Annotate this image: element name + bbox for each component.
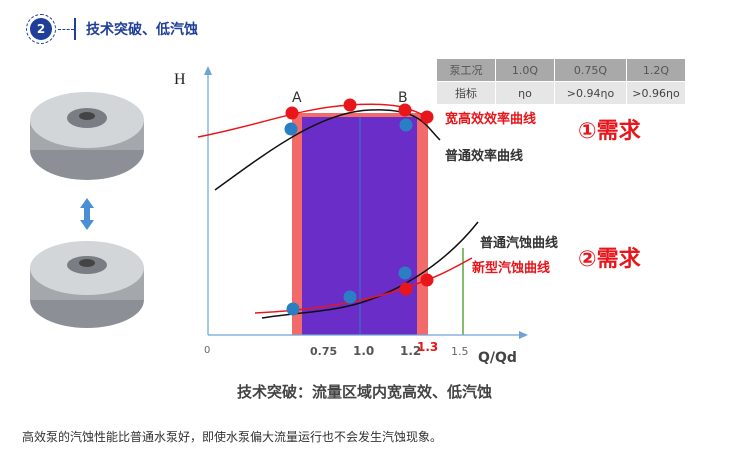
x-tick: 1.0: [353, 344, 374, 358]
normal-efficiency-label: 普通效率曲线: [445, 148, 523, 164]
table-cell: 指标: [436, 81, 496, 105]
point-b-label: B: [398, 90, 408, 106]
wide-efficiency-label: 宽高效效率曲线: [444, 111, 536, 127]
normal-cavitation-curve: [261, 221, 479, 319]
requirement-2-label: ②需求: [578, 247, 641, 272]
impeller-image-top: [30, 92, 144, 180]
table-cell: >0.96ηo: [626, 81, 686, 105]
table-cell: 1.0Q: [495, 58, 555, 82]
divider: [74, 18, 76, 40]
table-row: 泵工况 1.0Q 0.75Q 1.2Q: [436, 58, 686, 82]
footer-text: 高效泵的汽蚀性能比普通水泵好，即使水泵偏大流量运行也不会发生汽蚀现象。: [22, 430, 443, 444]
impeller-image-bottom: [30, 241, 144, 328]
table-row: 指标 ηo >0.94ηo >0.96ηo: [436, 81, 686, 105]
requirement-1-label: ①需求: [578, 119, 641, 144]
new-cavitation-label: 新型汽蚀曲线: [472, 260, 550, 276]
x-axis-label: Q/Qd: [478, 350, 517, 366]
x-tick: 1.2: [400, 344, 421, 358]
requirements-table: 泵工况 1.0Q 0.75Q 1.2Q 指标 ηo >0.94ηo >0.96η…: [436, 58, 686, 105]
table-cell: 泵工况: [436, 58, 496, 82]
table-cell: ηo: [495, 81, 555, 105]
x-tick: 1.5: [451, 345, 469, 358]
section-header: 2 技术突破、低汽蚀: [26, 14, 198, 44]
normal-efficiency-curve: [214, 109, 441, 191]
point-a-label: A: [292, 90, 302, 106]
section-number-badge: 2: [26, 14, 56, 44]
x-tick: 0: [204, 345, 210, 356]
normal-cavitation-label: 普通汽蚀曲线: [480, 235, 558, 251]
x-tick-highlight: 1.3: [417, 340, 438, 354]
y-axis-label: H: [174, 71, 186, 88]
table-cell: 1.2Q: [626, 58, 686, 82]
double-arrow-icon: [80, 198, 94, 230]
table-cell: 0.75Q: [554, 58, 627, 82]
table-cell: >0.94ηo: [554, 81, 627, 105]
divider: [58, 28, 74, 30]
new-cavitation-curve: [254, 257, 473, 314]
x-tick: 0.75: [310, 345, 337, 358]
data-points: [284, 98, 434, 316]
diagram-caption: 技术突破：流量区域内宽高效、低汽蚀: [236, 383, 492, 401]
section-title: 技术突破、低汽蚀: [86, 22, 198, 38]
